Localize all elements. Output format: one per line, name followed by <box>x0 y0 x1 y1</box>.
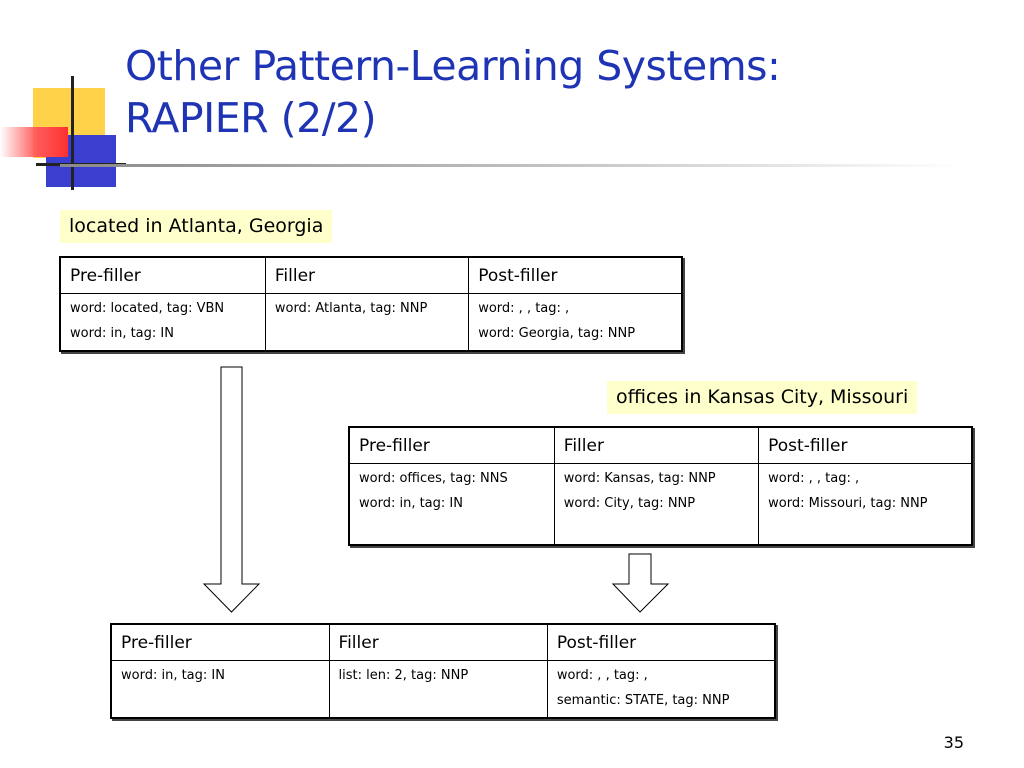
table-row: word: offices, tag: NNS word: in, tag: I… <box>348 462 973 546</box>
table-header-row: Pre-filler Filler Post-filler <box>348 426 973 464</box>
slide-title-line-1: Other Pattern-Learning Systems: <box>125 42 781 90</box>
table-header-row: Pre-filler Filler Post-filler <box>110 623 776 661</box>
pattern-line: word: in, tag: IN <box>359 495 463 511</box>
rule-table-2: Pre-filler Filler Post-filler word: offi… <box>348 426 973 546</box>
pattern-line: word: in, tag: IN <box>70 325 174 341</box>
filler-cell: word: Kansas, tag: NNP word: City, tag: … <box>553 462 760 546</box>
header-pre-filler: Pre-filler <box>59 256 266 294</box>
down-arrow-left <box>202 366 261 613</box>
table-header-row: Pre-filler Filler Post-filler <box>59 256 683 294</box>
post-filler-cell: word: , , tag: , semantic: STATE, tag: N… <box>546 659 776 718</box>
slide-title-line-2: RAPIER (2/2) <box>125 94 377 142</box>
header-pre-filler: Pre-filler <box>348 426 555 464</box>
example-sentence-1: located in Atlanta, Georgia <box>60 210 333 243</box>
down-arrow-right <box>611 553 670 613</box>
rule-table-generalized: Pre-filler Filler Post-filler word: in, … <box>110 623 776 719</box>
pattern-line: word: City, tag: NNP <box>563 495 696 511</box>
pattern-line: word: Atlanta, tag: NNP <box>274 300 428 316</box>
header-filler: Filler <box>264 256 470 294</box>
pattern-line: word: Georgia, tag: NNP <box>478 325 636 341</box>
page-number: 35 <box>943 733 964 752</box>
title-divider <box>60 164 960 167</box>
filler-cell: list: len: 2, tag: NNP <box>328 659 548 718</box>
slide-title: Other Pattern-Learning Systems: RAPIER (… <box>125 40 985 144</box>
header-post-filler: Post-filler <box>468 256 683 294</box>
post-filler-cell: word: , , tag: , word: Missouri, tag: NN… <box>758 462 973 546</box>
filler-cell: word: Atlanta, tag: NNP <box>264 292 470 351</box>
pattern-line: list: len: 2, tag: NNP <box>338 667 469 683</box>
logo-vertical-line <box>71 76 74 190</box>
pattern-line: word: Kansas, tag: NNP <box>563 470 716 486</box>
pattern-line: word: , , tag: , <box>478 300 570 316</box>
pre-filler-cell: word: in, tag: IN <box>110 659 330 718</box>
header-filler: Filler <box>553 426 760 464</box>
pattern-line: word: in, tag: IN <box>121 667 225 683</box>
pattern-line: word: located, tag: VBN <box>70 300 225 316</box>
pattern-line: word: , , tag: , <box>768 470 860 486</box>
pattern-line: semantic: STATE, tag: NNP <box>556 692 730 708</box>
logo-red-bar <box>0 127 68 157</box>
header-post-filler: Post-filler <box>546 623 776 661</box>
header-post-filler: Post-filler <box>758 426 973 464</box>
pre-filler-cell: word: located, tag: VBN word: in, tag: I… <box>59 292 266 351</box>
slide-logo <box>0 70 130 195</box>
post-filler-cell: word: , , tag: , word: Georgia, tag: NNP <box>468 292 683 351</box>
pattern-line: word: , , tag: , <box>556 667 648 683</box>
pattern-line: word: offices, tag: NNS <box>359 470 508 486</box>
pre-filler-cell: word: offices, tag: NNS word: in, tag: I… <box>348 462 555 546</box>
example-sentence-2: offices in Kansas City, Missouri <box>607 381 918 414</box>
table-row: word: in, tag: IN list: len: 2, tag: NNP… <box>110 659 776 718</box>
header-filler: Filler <box>328 623 548 661</box>
header-pre-filler: Pre-filler <box>110 623 330 661</box>
rule-table-1: Pre-filler Filler Post-filler word: loca… <box>59 256 683 352</box>
table-row: word: located, tag: VBN word: in, tag: I… <box>59 292 683 351</box>
pattern-line: word: Missouri, tag: NNP <box>768 495 928 511</box>
